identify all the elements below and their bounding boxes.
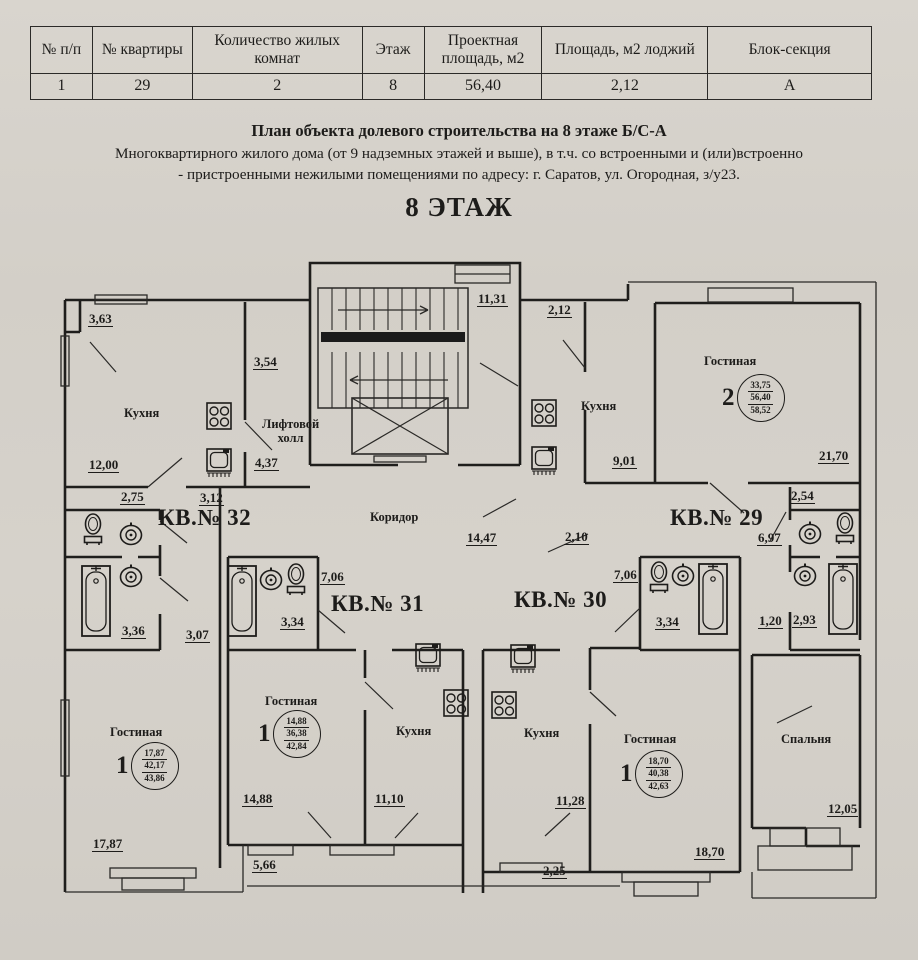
col-header-project-area: Проектная площадь, м2 [423,26,543,74]
floor-heading: 8 ЭТАЖ [405,192,513,222]
sink-icon [119,522,143,546]
bathtub-icon [227,565,257,637]
stove-icon [206,402,232,430]
col-header-apt-number: № квартиры [91,26,193,74]
loggia-outlines [60,264,877,899]
cell-apt-number: 29 [91,73,193,100]
bathtub-icon [81,565,111,637]
col-header-block-section: Блок-секция [707,26,872,74]
stove-icon [531,399,557,427]
toilet-icon [649,561,669,593]
subtitle-line-2: - пристроенными нежилыми помещениями по … [178,165,740,183]
stove-icon [491,691,517,719]
bathtub-icon [698,563,728,635]
sink-icon [798,521,822,545]
stove-icon [443,689,469,717]
document-subtitle: Многоквартирного жилого дома (от 9 надзе… [29,144,889,185]
subtitle-line-1: Многоквартирного жилого дома (от 9 надзе… [114,145,803,162]
col-header-loggia-area: Площадь, м2 лоджий [541,26,709,74]
apartment-info-table: № п/п № квартиры Количество жилых комнат… [30,26,872,100]
toilet-icon [835,512,855,544]
bathtub-icon [828,563,858,635]
toilet-icon [286,563,306,595]
cell-loggia-area: 2,12 [541,73,709,100]
cell-block-section: А [707,73,872,100]
document-title: План объекта долевого строительства на 8… [251,121,667,140]
sink-icon [793,563,817,587]
sink-icon [119,564,143,588]
sink-icon [259,567,283,591]
table-header-row: № п/п № квартиры Количество жилых комнат… [30,26,872,74]
cell-room-count: 2 [191,73,363,100]
staircase-icon [317,287,469,409]
col-header-npp: № п/п [30,26,93,74]
toilet-icon [83,513,103,545]
kitchen-sink-icon [206,448,232,478]
walls [63,261,862,893]
door-swings [89,339,813,839]
elevator-icon [351,397,449,463]
table-data-row: 1 29 2 8 56,40 2,12 А [30,73,872,100]
cell-project-area: 56,40 [423,73,543,100]
kitchen-sink-icon [415,643,441,673]
sink-icon [671,563,695,587]
col-header-floor: Этаж [361,26,425,74]
kitchen-sink-icon [531,446,557,476]
